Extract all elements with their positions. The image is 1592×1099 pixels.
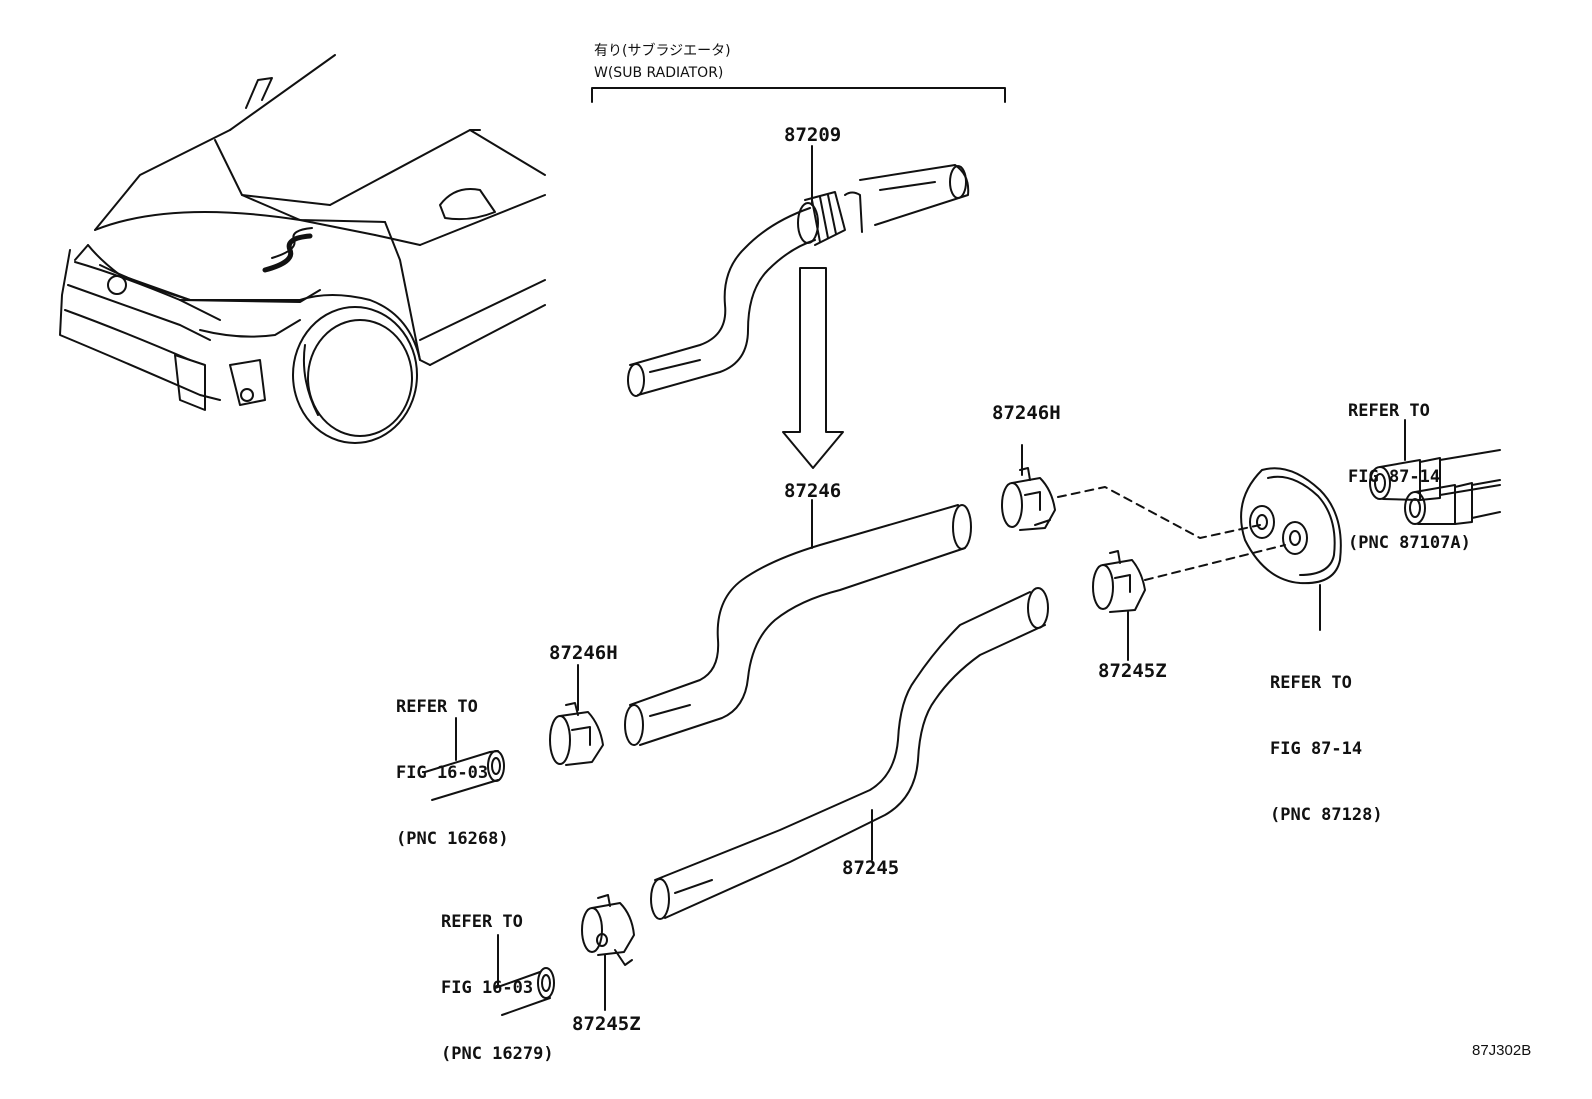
reference-line: FIG 87-14 (1270, 739, 1363, 759)
hose-87246-drawing (624, 504, 972, 746)
hose-87209-drawing (627, 164, 970, 397)
reference-line: (PNC 87107A) (1348, 533, 1471, 553)
reference-87107A[interactable]: REFER TO FIG 87-14 (PNC 87107A) (1348, 356, 1471, 576)
part-number-87209[interactable]: 87209 (784, 124, 842, 146)
reference-16268[interactable]: REFER TO FIG 16-03 (PNC 16268) (396, 652, 509, 872)
reference-line: (PNC 16268) (396, 829, 509, 849)
down-arrow (782, 267, 844, 469)
reference-line: REFER TO (1348, 401, 1430, 421)
variant-label-jp: 有り(サブラジエータ) (594, 43, 731, 59)
pipes-87107A-drawing (1369, 449, 1501, 525)
pipe-16279-drawing (494, 967, 555, 1016)
part-number-87245[interactable]: 87245 (842, 857, 900, 879)
vehicle-front-illustration (59, 54, 546, 444)
reference-line: REFER TO (396, 697, 478, 717)
part-number-87246H-upper[interactable]: 87246H (992, 402, 1061, 424)
variant-label-en: W(SUB RADIATOR) (594, 65, 724, 81)
leader-lines (455, 145, 1406, 1011)
part-number-87246[interactable]: 87246 (784, 480, 842, 502)
reference-line: FIG 16-03 (396, 763, 489, 783)
reference-87128[interactable]: REFER TO FIG 87-14 (PNC 87128) (1270, 628, 1383, 848)
reference-16279[interactable]: REFER TO FIG 16-03 (PNC 16279) (441, 867, 554, 1087)
leader-87246H-dashed (1057, 486, 1261, 539)
part-number-87246H-lower[interactable]: 87246H (549, 642, 618, 664)
reference-line: FIG 16-03 (441, 978, 534, 998)
reference-line: REFER TO (1270, 673, 1352, 693)
clamp-87245Z-right-drawing (1092, 550, 1146, 613)
clamp-87246H-upper-drawing (1001, 467, 1056, 531)
reference-line: (PNC 87128) (1270, 805, 1383, 825)
figure-id: 87J302B (1472, 1042, 1532, 1059)
leader-87245Z-dashed (1144, 544, 1286, 581)
clamp-87246H-lower-drawing (549, 702, 604, 766)
part-number-87245Z-right[interactable]: 87245Z (1098, 660, 1167, 682)
reference-line: FIG 87-14 (1348, 467, 1441, 487)
clamp-87245Z-lower-drawing (581, 894, 635, 966)
reference-line: (PNC 16279) (441, 1044, 554, 1064)
variant-bracket (591, 87, 1006, 103)
pipe-16268-drawing (424, 750, 505, 801)
grommet-drawing (1240, 467, 1342, 585)
reference-line: REFER TO (441, 912, 523, 932)
part-number-87245Z-lower[interactable]: 87245Z (572, 1013, 641, 1035)
hose-87245-drawing (650, 587, 1049, 920)
